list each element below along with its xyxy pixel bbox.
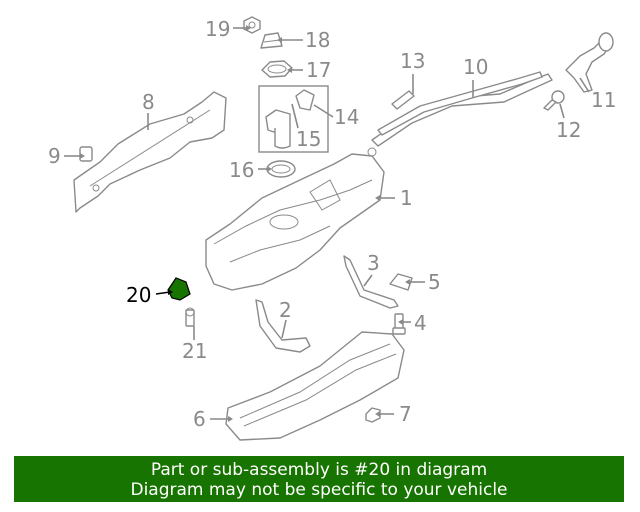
banner-line-2: Diagram may not be specific to your vehi…: [130, 480, 508, 500]
callout-5: 5: [428, 270, 441, 294]
part-20-sender[interactable]: [167, 277, 191, 301]
callout-19: 19: [205, 17, 230, 41]
callout-17: 17: [306, 58, 331, 82]
callout-4: 4: [414, 311, 427, 335]
arrow-heads: [80, 25, 410, 422]
callouts: 19 18 17 14 15 16 13 10 11 12 8 9 1 3 5 …: [48, 17, 616, 431]
part-2-strap[interactable]: [255, 299, 311, 353]
callout-21: 21: [182, 339, 207, 363]
callout-11: 11: [591, 88, 616, 112]
callout-13: 13: [400, 49, 425, 73]
callout-20: 20: [126, 283, 151, 307]
callout-7: 7: [399, 402, 412, 426]
part-21-bolt[interactable]: [185, 307, 195, 327]
callout-2: 2: [279, 298, 292, 322]
part-11-filler-neck[interactable]: [565, 32, 614, 93]
callout-12: 12: [556, 118, 581, 142]
callout-16: 16: [229, 158, 254, 182]
part-18-grommet[interactable]: [260, 32, 283, 49]
part-14-fuel-pump-box[interactable]: [258, 85, 329, 153]
callout-1: 1: [400, 186, 413, 210]
part-5-bracket[interactable]: [389, 273, 413, 291]
callout-6: 6: [193, 407, 206, 431]
part-10-filler-pipe[interactable]: [371, 71, 553, 147]
part-12-bolt[interactable]: [543, 90, 565, 111]
part-17-lock-ring[interactable]: [261, 60, 293, 78]
banner-line-1: Part or sub-assembly is #20 in diagram: [150, 460, 488, 480]
part-6-skid-plate[interactable]: [225, 331, 405, 441]
callout-18: 18: [305, 28, 330, 52]
part-1-fuel-tank[interactable]: [205, 147, 385, 291]
part-3-strap[interactable]: [343, 255, 399, 309]
part-7-nut[interactable]: [365, 407, 381, 423]
callout-3: 3: [367, 251, 380, 275]
callout-10: 10: [463, 55, 488, 79]
part-8-heat-shield[interactable]: [73, 91, 227, 213]
callout-9: 9: [48, 144, 61, 168]
part-9-clip[interactable]: [79, 146, 93, 162]
callout-14: 14: [334, 105, 359, 129]
arrow-head-20: [168, 289, 173, 295]
leader-lines: [64, 27, 590, 420]
callout-15: 15: [296, 127, 321, 151]
part-13-hose[interactable]: [391, 90, 415, 110]
info-banner: Part or sub-assembly is #20 in diagram D…: [14, 456, 624, 502]
part-4-bolt[interactable]: [392, 313, 406, 335]
callout-8: 8: [142, 90, 155, 114]
